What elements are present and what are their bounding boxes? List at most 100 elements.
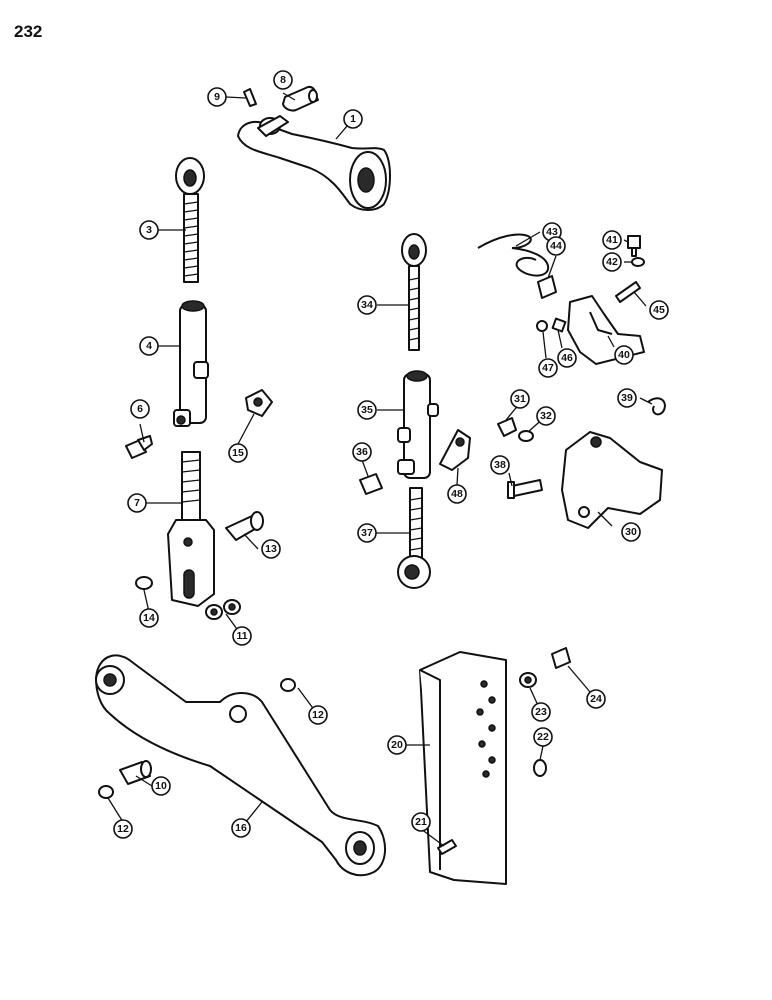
callout-21: 21 [411,812,431,832]
callout-41: 41 [602,230,622,250]
svg-text:45: 45 [653,304,665,316]
part-44-bushing [537,275,557,299]
callout-8: 8 [273,70,293,90]
part-46-nut [551,317,567,333]
part-39-clip [647,397,666,416]
svg-text:42: 42 [606,256,618,268]
svg-text:14: 14 [143,612,155,624]
callout-1: 1 [343,109,363,129]
part-21-bolt [437,839,457,855]
part-41-bolt [627,235,641,257]
part-20-strap [419,651,507,885]
svg-text:12: 12 [117,823,129,835]
svg-text:7: 7 [134,497,140,509]
svg-text:11: 11 [236,630,247,642]
svg-text:30: 30 [625,526,637,538]
callout-42: 42 [602,252,622,272]
part-13-pin [225,511,264,541]
callout-12-b: 12 [113,819,133,839]
svg-text:10: 10 [155,780,167,792]
part-14-clip [135,576,153,590]
callout-22: 22 [533,727,553,747]
part-1-rocker-arm [237,115,391,211]
svg-text:1: 1 [350,113,356,125]
part-45-bolt [615,281,641,303]
part-4-sleeve [173,300,209,427]
callout-14: 14 [139,608,159,628]
svg-text:4: 4 [146,340,152,352]
svg-text:37: 37 [361,527,373,539]
part-35-sleeve [397,370,439,479]
callout-16: 16 [231,818,251,838]
svg-text:22: 22 [537,731,549,743]
callout-9: 9 [207,87,227,107]
callout-6: 6 [130,399,150,419]
part-36-screw [359,473,383,495]
part-48-bracket [439,429,471,471]
callout-38: 38 [490,455,510,475]
callout-24: 24 [586,689,606,709]
svg-text:15: 15 [232,447,244,459]
callout-30: 30 [621,522,641,542]
svg-text:48: 48 [451,488,463,500]
part-32-washer [518,430,534,442]
part-42-washer [631,257,645,267]
callout-36: 36 [352,442,372,462]
part-43-spring-clip [477,233,550,277]
svg-text:32: 32 [540,410,552,422]
callout-47: 47 [538,358,558,378]
part-24-bolt [551,647,571,669]
callout-4: 4 [139,336,159,356]
svg-text:46: 46 [561,352,573,364]
part-3-rod-end [175,157,205,283]
callout-11: 11 [232,626,252,646]
part-11-washers [205,599,241,620]
part-31-bolt [497,417,517,437]
page-number: 232 [14,22,43,41]
part-12-clip-b [98,785,114,799]
callout-32: 32 [536,406,556,426]
svg-text:3: 3 [146,224,152,236]
svg-text:39: 39 [621,392,633,404]
part-47-washer [536,320,548,332]
part-6-screw [125,435,153,459]
callout-39: 39 [617,388,637,408]
svg-text:8: 8 [280,74,286,86]
callout-48: 48 [447,484,467,504]
callout-10: 10 [151,776,171,796]
svg-text:31: 31 [514,393,526,405]
svg-text:12: 12 [312,709,324,721]
svg-text:6: 6 [137,403,143,415]
svg-text:23: 23 [535,706,547,718]
callout-3: 3 [139,220,159,240]
svg-text:13: 13 [265,543,277,555]
callout-44: 44 [546,236,566,256]
svg-text:44: 44 [550,240,562,252]
callout-34: 34 [357,295,377,315]
callout-40: 40 [614,345,634,365]
svg-text:20: 20 [391,739,403,751]
svg-text:43: 43 [546,226,558,238]
part-8-pin [282,85,319,112]
part-38-bolt [507,479,543,499]
svg-text:41: 41 [606,234,618,246]
svg-text:40: 40 [618,349,630,361]
part-7-clevis [167,451,215,607]
svg-text:38: 38 [494,459,506,471]
callout-37: 37 [357,523,377,543]
callout-13: 13 [261,539,281,559]
part-23-bushing [519,672,537,688]
part-12-clip-a [280,678,296,692]
callout-46: 46 [557,348,577,368]
part-37-rod-end [397,487,431,589]
svg-text:24: 24 [590,693,602,705]
svg-text:35: 35 [361,404,373,416]
part-15-bracket [245,389,273,417]
part-10-pin [119,760,152,785]
callout-45: 45 [649,300,669,320]
svg-text:34: 34 [361,299,373,311]
callout-35: 35 [357,400,377,420]
svg-text:9: 9 [214,91,220,103]
callout-12-a: 12 [308,705,328,725]
svg-text:16: 16 [235,822,247,834]
